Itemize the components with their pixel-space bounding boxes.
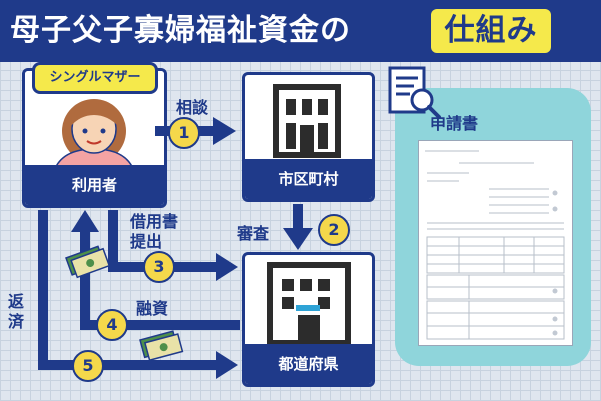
document-search-icon: [388, 66, 441, 119]
step-1-label: 相談: [176, 98, 209, 117]
single-mother-bubble: シングルマザー: [32, 62, 158, 94]
step-3-badge: 3: [143, 251, 175, 283]
title-highlight: 仕組み: [431, 9, 551, 53]
step-4-label: 融資: [136, 299, 169, 318]
step-5-badge: 5: [72, 350, 104, 382]
step-5-label: 返済: [8, 292, 25, 331]
form-lines: [425, 150, 565, 340]
prefecture-label: 都道府県: [245, 344, 372, 384]
city-box: 市区町村: [242, 72, 375, 202]
page-title: 母子父子寡婦福祉資金の: [10, 13, 351, 48]
city-label: 市区町村: [245, 159, 372, 199]
step-2-badge: 2: [318, 214, 350, 246]
prefecture-box: 都道府県: [242, 252, 375, 387]
step-3-label: 借用書 提出: [130, 212, 179, 251]
prefectural-office-icon: [267, 262, 351, 346]
mother-label: 利用者: [25, 165, 164, 205]
step-4-badge: 4: [96, 309, 128, 341]
arrow-step-5: [38, 210, 238, 379]
arrow-step-4: [71, 210, 240, 330]
application-form-document: [418, 140, 573, 346]
money-bills-icon: [139, 330, 184, 362]
step-2-label: 審査: [237, 224, 270, 243]
application-title: 申請書: [430, 114, 479, 133]
step-1-badge: 1: [168, 117, 200, 149]
money-bills-icon: [65, 245, 111, 279]
arrow-step-2: [283, 204, 313, 250]
city-hall-icon: [273, 84, 341, 158]
